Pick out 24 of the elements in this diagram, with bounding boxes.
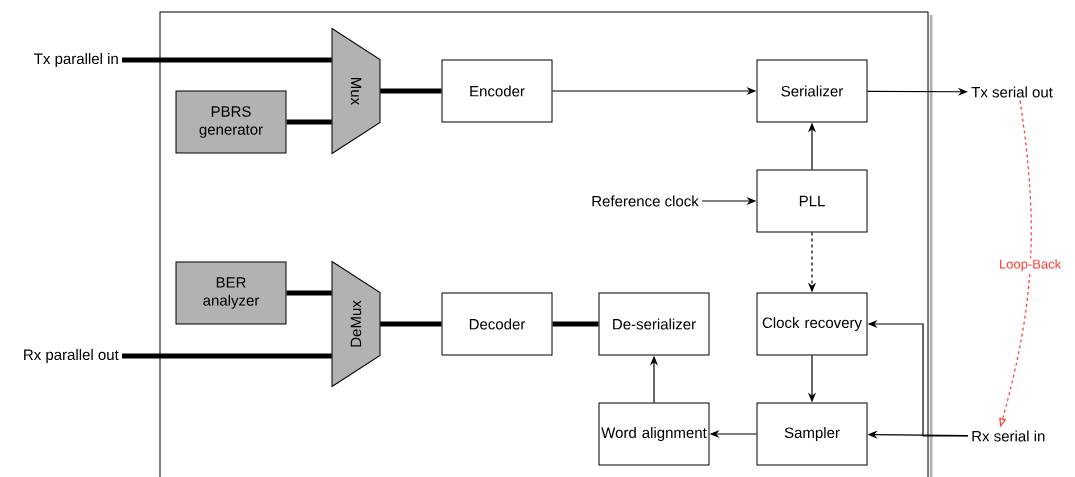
process-box: Word alignment xyxy=(598,402,710,466)
signal-label: Tx parallel in xyxy=(34,53,118,67)
process-box: De-serializer xyxy=(598,292,710,356)
signal-label: Rx parallel out xyxy=(24,349,119,363)
test-block-box: PBRS generator xyxy=(175,90,287,154)
process-box: Decoder xyxy=(441,292,553,356)
signal-label: Tx serial out xyxy=(971,86,1053,98)
chip-outline xyxy=(159,11,933,477)
process-box: Clock recovery xyxy=(756,292,868,356)
process-box: PLL xyxy=(756,169,868,233)
process-box: Sampler xyxy=(756,402,868,466)
bus-line xyxy=(286,290,332,296)
bus-line xyxy=(122,57,332,63)
bus-line xyxy=(380,88,442,94)
signal-label: Rx serial in xyxy=(972,430,1045,442)
process-box: Serializer xyxy=(756,59,868,123)
bus-line xyxy=(380,321,442,327)
edge-label: Loop-Back xyxy=(998,258,1063,273)
bus-line xyxy=(552,321,599,327)
bus-line xyxy=(286,119,332,125)
signal-label: Reference clock xyxy=(592,195,699,207)
bus-line xyxy=(122,353,332,359)
test-block-box: BER analyzer xyxy=(175,261,287,325)
process-box: Encoder xyxy=(441,59,553,123)
